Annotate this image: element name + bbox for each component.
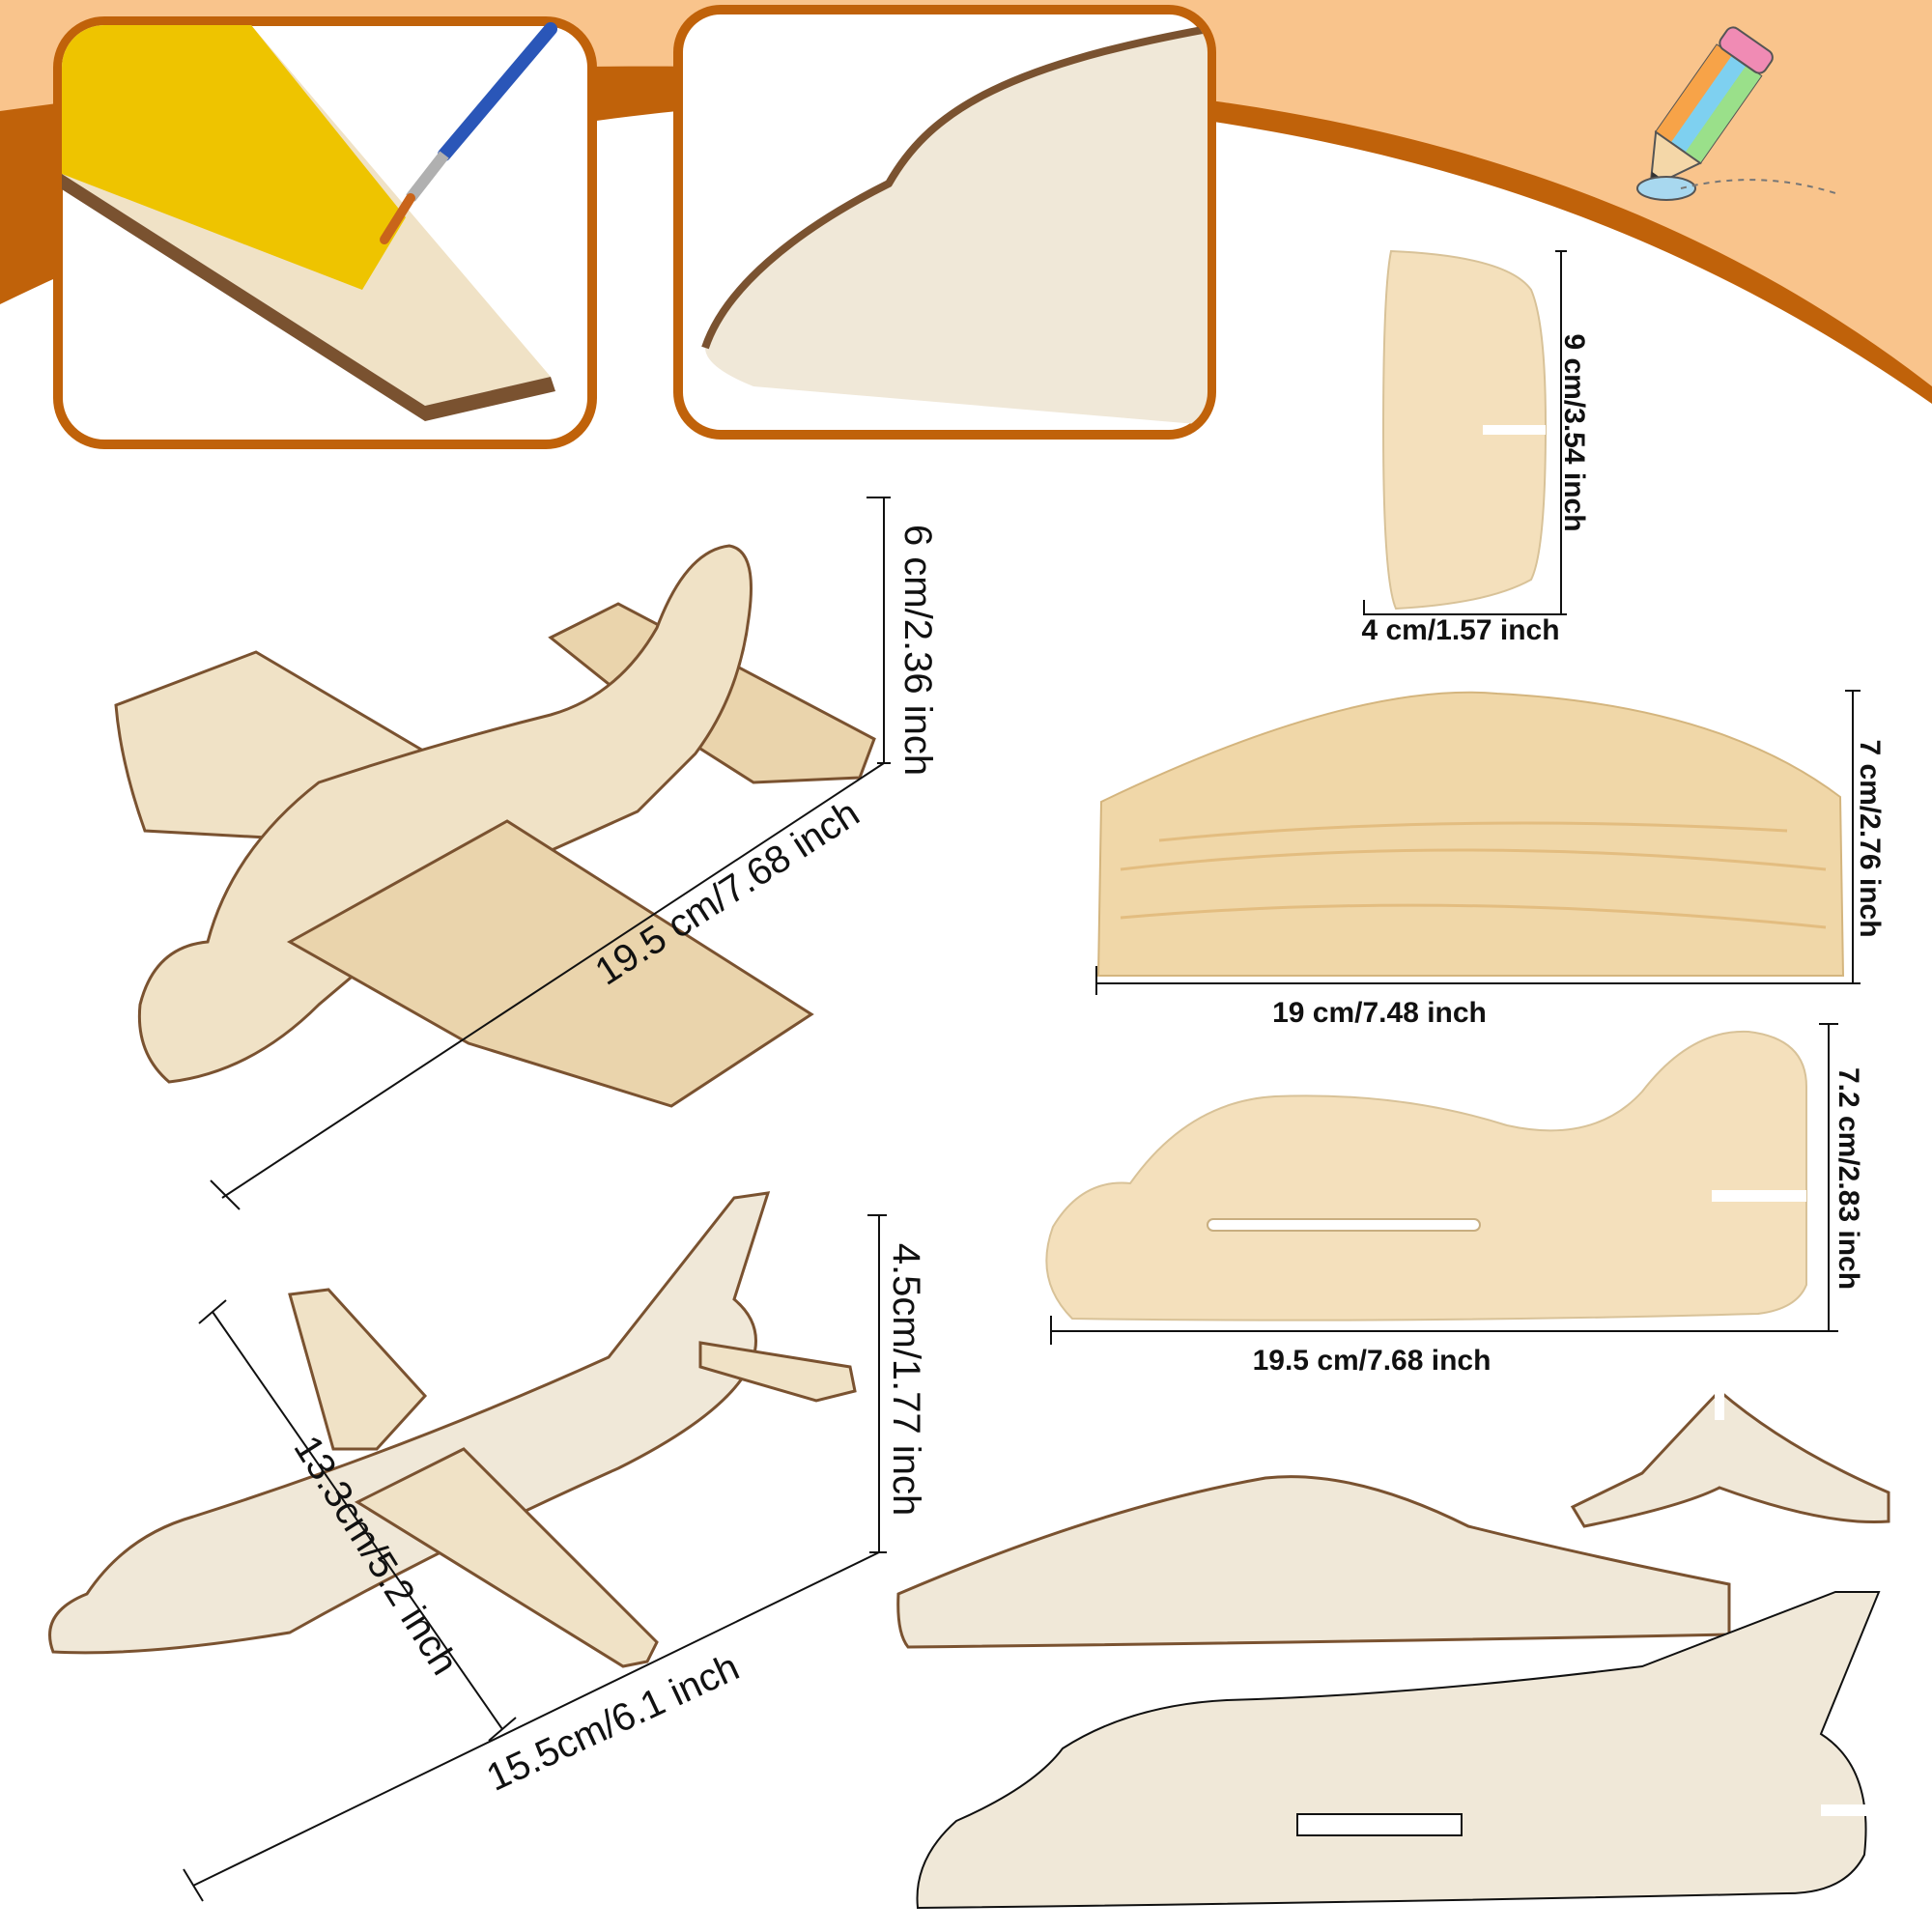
tail-width-label: 4 cm/1.57 inch <box>1361 614 1559 646</box>
jet-tailplane-piece <box>1570 1388 1890 1528</box>
plane2-height-label: 4.5cm/1.77 inch <box>885 1243 927 1516</box>
wing-width-label: 19 cm/7.48 inch <box>1272 997 1487 1029</box>
orange-background-band <box>0 66 1932 404</box>
plane-1-front-wing <box>286 819 814 1108</box>
plane-2-front-wing <box>354 1447 659 1668</box>
plane-1-photo <box>114 544 876 1108</box>
tail-piece-photo <box>1381 249 1548 611</box>
plane-2-body <box>48 1191 771 1655</box>
jet-body-piece <box>916 1591 1881 1910</box>
tail-height-label: 9 cm/3.54 inch <box>1558 333 1590 531</box>
plane-2-photo <box>48 1191 857 1668</box>
peach-background-band <box>0 0 1932 396</box>
pencil-icon <box>1649 26 1774 189</box>
wing-piece-photo <box>1096 691 1845 977</box>
plane2-length-label: 15.5cm/6.1 inch <box>480 1646 746 1800</box>
body-height-label: 7.2 cm/2.83 inch <box>1833 1067 1864 1290</box>
plane-1-body <box>137 544 753 1084</box>
inset-painting-photo <box>53 16 597 449</box>
wing-height-label: 7 cm/2.76 inch <box>1854 739 1886 937</box>
plane-2-rear-wing <box>288 1288 428 1451</box>
airplane-doodle-icon <box>1636 176 1836 201</box>
plane1-height-label: 6 cm/2.36 inch <box>896 525 939 776</box>
dimension-lines <box>183 250 1861 1902</box>
paintbrush-icon <box>380 22 557 244</box>
jet-wing-piece <box>896 1475 1731 1649</box>
body-piece-photo <box>1045 1030 1807 1321</box>
plane-2-tailplane <box>698 1341 857 1403</box>
body-width-label: 19.5 cm/7.68 inch <box>1253 1345 1492 1377</box>
jet-parts-photo <box>896 1383 1890 1910</box>
inset-edge-photo <box>673 5 1216 440</box>
